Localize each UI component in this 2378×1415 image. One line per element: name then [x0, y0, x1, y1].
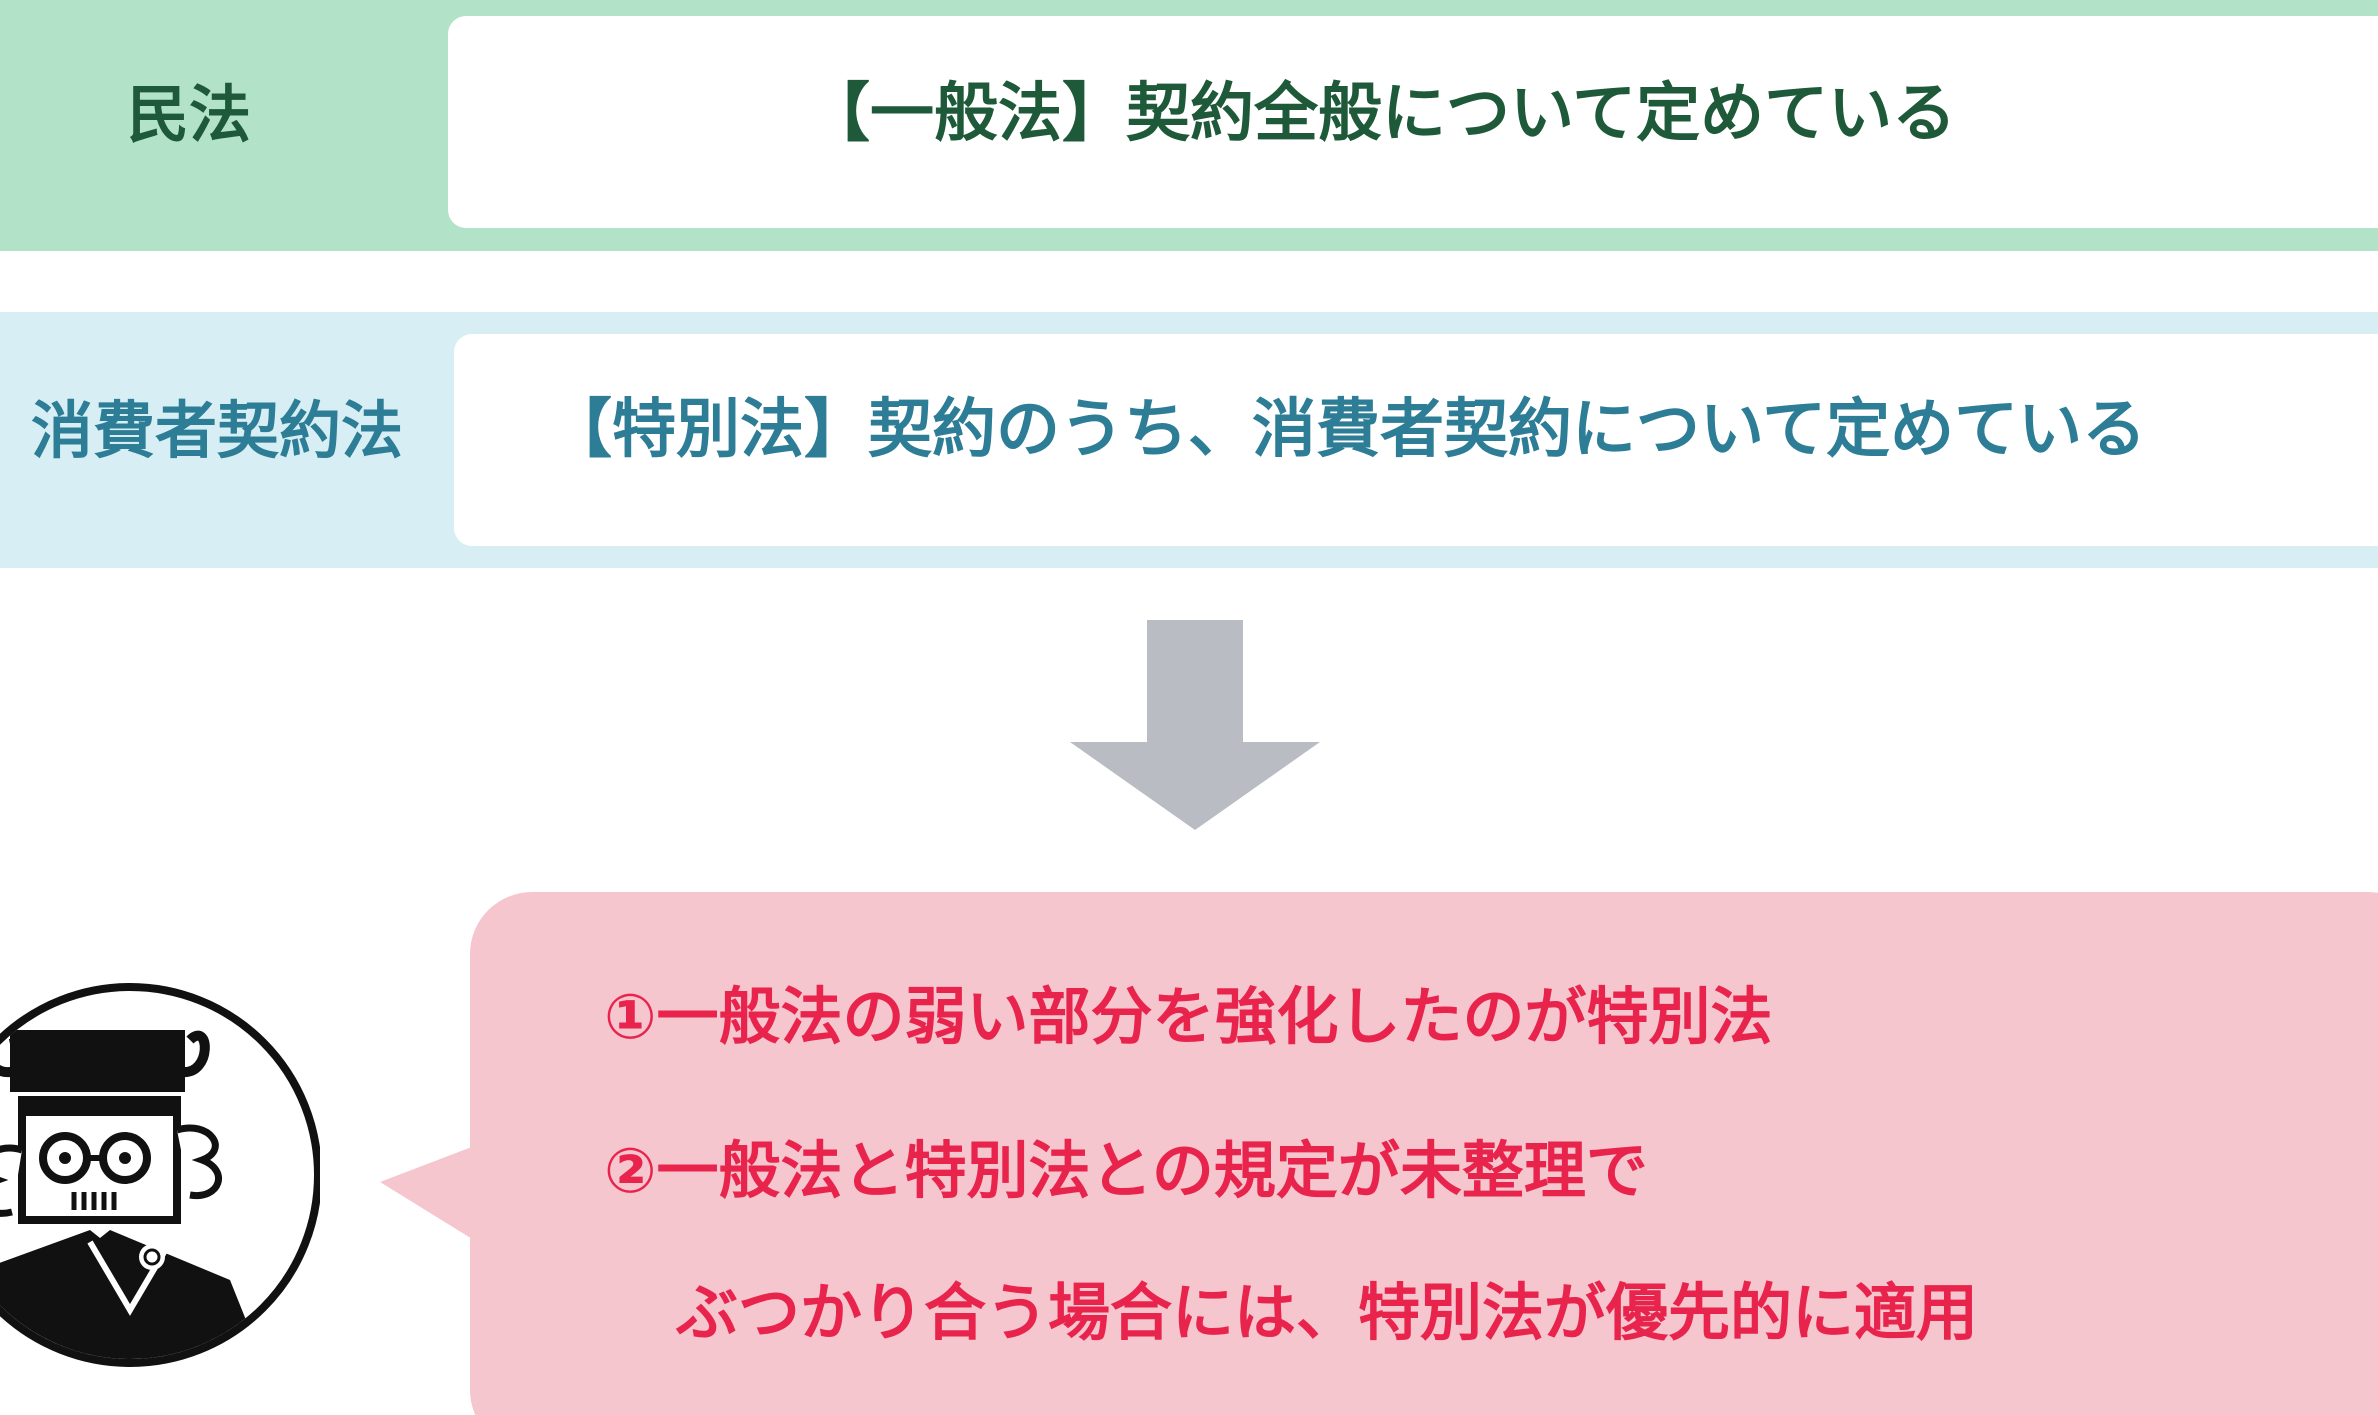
conclusion-bubble [470, 892, 2378, 1415]
consumer-law-description-box [454, 334, 2378, 546]
bubble-tail [380, 1140, 490, 1250]
down-arrow-icon [1070, 620, 1320, 830]
conclusion-point-1: ①一般法の弱い部分を強化したのが特別法 [604, 980, 1773, 1053]
consumer-law-label: 消費者契約法 [30, 394, 403, 467]
civil-law-label: 民法 [126, 78, 251, 151]
civil-law-description-box [448, 16, 2378, 228]
conclusion-point-2: ②一般法と特別法との規定が未整理で [604, 1134, 1648, 1207]
mascot-icon [0, 983, 320, 1367]
consumer-law-description: 【特別法】契約のうち、消費者契約について定めている [548, 393, 2147, 467]
conclusion-point-2-continued: ぶつかり合う場合には、特別法が優先的に適用 [676, 1276, 1979, 1349]
civil-law-description: 【一般法】契約全般について定めている [806, 77, 1957, 151]
